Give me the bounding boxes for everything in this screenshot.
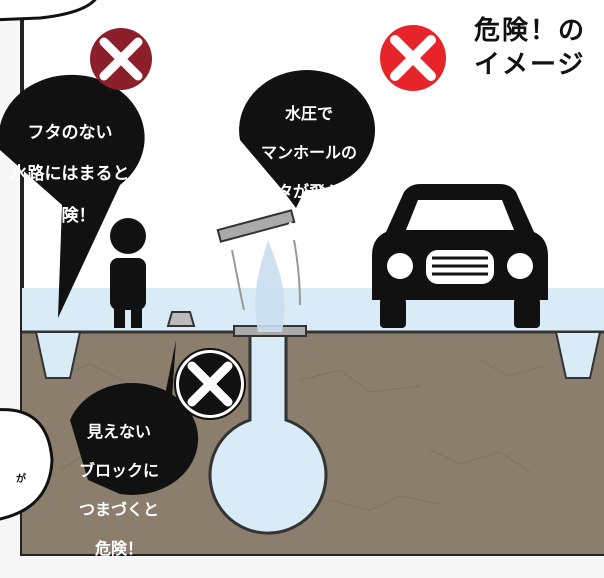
open-waterway-right [554, 331, 602, 379]
offscreen-bubble-text: が [16, 474, 26, 485]
water-spout [255, 240, 285, 332]
bubble-line: 水圧で [284, 103, 333, 123]
person-silhouette-icon [110, 218, 146, 328]
bubble-line: 危険！ [44, 205, 96, 226]
motion-line [231, 249, 245, 311]
bubble-text-manhole: 水圧で マンホールの フタが飛ぶと 危険！ [244, 84, 374, 260]
bubble-text-waterway: フタのない 水路にはまると 危険！ [0, 102, 140, 247]
bubble-line: 見えない [86, 421, 151, 441]
x-circle-icon [380, 25, 446, 91]
flying-manhole-lid [216, 209, 296, 243]
open-waterway-left [34, 331, 82, 379]
speech-bubble-manhole [239, 70, 376, 208]
motion-line [293, 239, 301, 306]
caption-line-1: 危険！の [473, 16, 586, 46]
hidden-block [166, 311, 196, 327]
bubble-line: フタが飛ぶと [260, 181, 357, 201]
speech-bubble-block-tail [150, 340, 176, 470]
bubble-line: 水路にはまると [10, 164, 130, 185]
bubble-line: フタのない [27, 122, 113, 143]
bubble-line: ブロックに [78, 460, 159, 480]
image-caption: 危険！の イメージ [474, 14, 586, 82]
speech-bubble-waterway [0, 74, 145, 318]
flood-hazard-illustration [0, 0, 604, 556]
bubble-line: マンホールの [260, 142, 357, 162]
bubble-line: 危険！ [94, 538, 143, 558]
x-circle-icon [90, 28, 152, 90]
offscreen-speech-bubble-left [0, 408, 54, 521]
caption-line-2: イメージ [473, 50, 586, 80]
offscreen-speech-bubble-top [0, 0, 97, 22]
x-circle-icon [174, 348, 246, 420]
bubble-line: つまづくと [78, 499, 159, 519]
car-icon [372, 184, 548, 328]
bubble-text-block: 見えない ブロックに つまづくと 危険！ [62, 402, 176, 578]
bubble-line: 危険！ [284, 220, 333, 240]
manhole-shaft [208, 333, 328, 535]
